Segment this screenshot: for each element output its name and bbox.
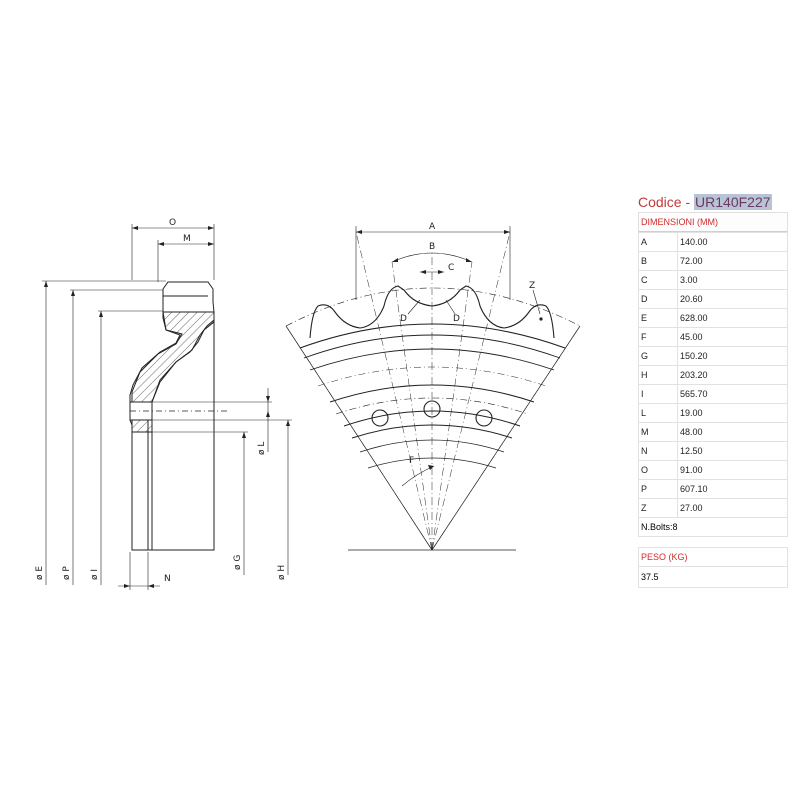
- dimension-value: 45.00: [677, 327, 788, 347]
- dimension-value: 140.00: [677, 232, 788, 252]
- dimension-value: 628.00: [677, 308, 788, 328]
- dimension-key: L: [638, 403, 678, 423]
- label-C: C: [448, 263, 454, 273]
- dimension-value: 12.50: [677, 441, 788, 461]
- dimension-key: D: [638, 289, 678, 309]
- label-M: M: [183, 234, 191, 244]
- dimension-value: 20.60: [677, 289, 788, 309]
- bolts-count: N.Bolts:8: [638, 518, 788, 537]
- dimension-key: Z: [638, 498, 678, 518]
- bolt-hole-right: [475, 409, 493, 427]
- dimension-key: P: [638, 479, 678, 499]
- bolt-hole-left: [371, 409, 389, 427]
- label-H: ø H: [277, 565, 287, 580]
- code-label: Codice -: [638, 194, 695, 210]
- weight-header: PESO (KG): [639, 548, 787, 567]
- front-arrowheads: [356, 230, 510, 470]
- section-dimensions: [42, 224, 292, 590]
- dimension-value: 72.00: [677, 251, 788, 271]
- dimension-key: A: [638, 232, 678, 252]
- dimension-value: 19.00: [677, 403, 788, 423]
- dimension-key: H: [638, 365, 678, 385]
- label-N: N: [164, 574, 171, 584]
- dimension-value: 150.20: [677, 346, 788, 366]
- section-arrowheads: [44, 226, 290, 588]
- dimension-value: 607.10: [677, 479, 788, 499]
- technical-drawing: O M N ø E ø P ø I ø G ø H ø L: [35, 218, 581, 590]
- label-D-right: D: [453, 314, 460, 324]
- label-D-left: D: [400, 314, 407, 324]
- dimension-value: 3.00: [677, 270, 788, 290]
- dimension-value: 91.00: [677, 460, 788, 480]
- dimension-key: E: [638, 308, 678, 328]
- label-L: ø L: [257, 442, 267, 455]
- label-G: ø G: [233, 555, 243, 570]
- dimension-value: 203.20: [677, 365, 788, 385]
- dimension-key: C: [638, 270, 678, 290]
- section-hatch-rim: [131, 311, 215, 403]
- weight-value: 37.5: [641, 572, 659, 582]
- label-I: ø I: [90, 569, 100, 580]
- dimension-key: B: [638, 251, 678, 271]
- label-B: B: [429, 242, 435, 252]
- dimension-value: 565.70: [677, 384, 788, 404]
- label-O: O: [169, 218, 176, 228]
- product-code: Codice - UR140F227: [638, 192, 788, 212]
- dimension-value: 48.00: [677, 422, 788, 442]
- dimension-key: O: [638, 460, 678, 480]
- dimension-key: G: [638, 346, 678, 366]
- front-view: [285, 231, 581, 551]
- label-A: A: [429, 222, 436, 232]
- dimension-key: M: [638, 422, 678, 442]
- dimension-key: F: [638, 327, 678, 347]
- label-Z: Z: [529, 281, 535, 291]
- dimension-key: N: [638, 441, 678, 461]
- label-P: ø P: [62, 566, 72, 580]
- weight-block: PESO (KG) 37.5: [638, 547, 788, 588]
- dimension-value: 27.00: [677, 498, 788, 518]
- section-hatch-hub: [131, 419, 153, 433]
- label-F: F: [409, 456, 414, 466]
- label-E: ø E: [35, 566, 45, 580]
- section-labels: O M N ø E ø P ø I ø G ø H ø L: [35, 218, 287, 584]
- dimension-key: I: [638, 384, 678, 404]
- dimensions-header: DIMENSIONI (MM): [638, 212, 788, 232]
- code-value: UR140F227: [694, 194, 772, 210]
- bolt-hole-center: [423, 400, 441, 418]
- front-labels: A B C D D Z F: [400, 222, 535, 466]
- z-point-marker: [539, 317, 543, 321]
